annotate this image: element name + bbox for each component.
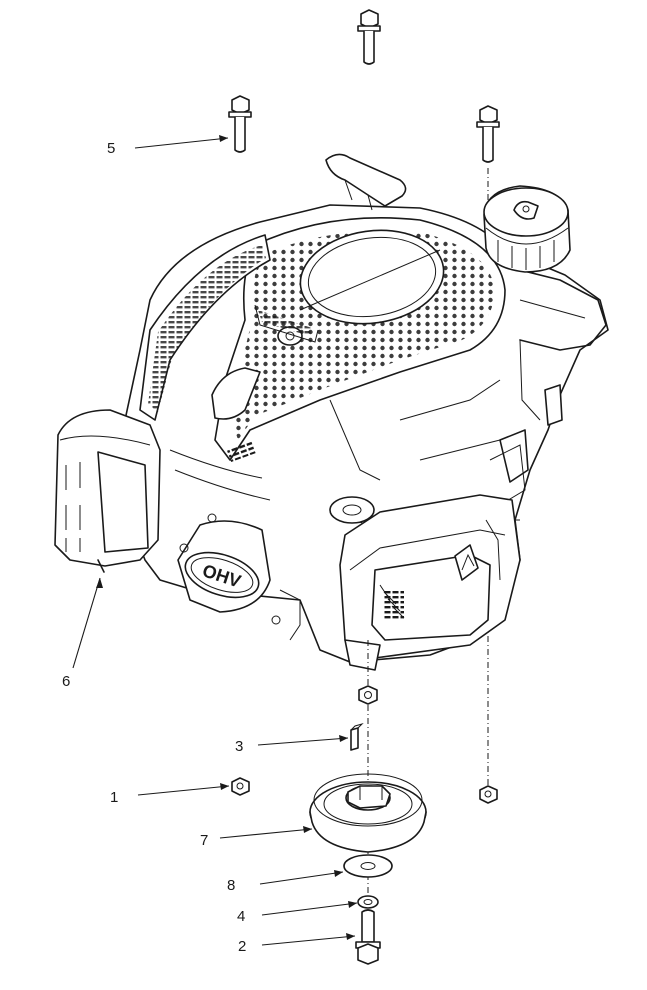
washer-part-8	[343, 854, 393, 878]
ohv-cover: OHV	[177, 513, 301, 641]
top-center-bolt	[357, 9, 381, 65]
engine-assembly: OHV	[54, 153, 609, 671]
nut-upper-shaft	[358, 685, 378, 705]
lock-washer-part-4	[357, 895, 379, 909]
callout-5: 5	[107, 140, 115, 157]
key-part-3	[350, 722, 364, 751]
leader-7	[219, 828, 313, 839]
leader-4	[261, 902, 358, 916]
callout-1: 1	[110, 789, 118, 806]
callout-6: 6	[62, 673, 70, 690]
pulley-part-7	[309, 773, 427, 853]
callout-7: 7	[200, 832, 208, 849]
bolt-part-5	[228, 95, 252, 153]
nut-part-1	[231, 777, 250, 796]
fuel-cap	[483, 185, 571, 273]
starter-handle	[325, 153, 407, 211]
leader-6	[72, 577, 101, 669]
leader-3	[257, 737, 349, 746]
callout-8: 8	[227, 877, 235, 894]
air-filter-housing	[339, 494, 521, 661]
callout-4: 4	[237, 908, 245, 925]
dipstick-cap	[329, 496, 391, 531]
leader-1	[137, 785, 230, 796]
leader-5	[134, 137, 229, 149]
nut-right-lower	[479, 785, 498, 804]
muffler	[54, 409, 161, 573]
callout-2: 2	[238, 938, 246, 955]
right-mount-bolt	[476, 105, 500, 163]
callout-3: 3	[235, 738, 243, 755]
leader-2	[261, 935, 356, 946]
bolt-part-2	[355, 909, 381, 965]
leader-8	[259, 871, 344, 885]
